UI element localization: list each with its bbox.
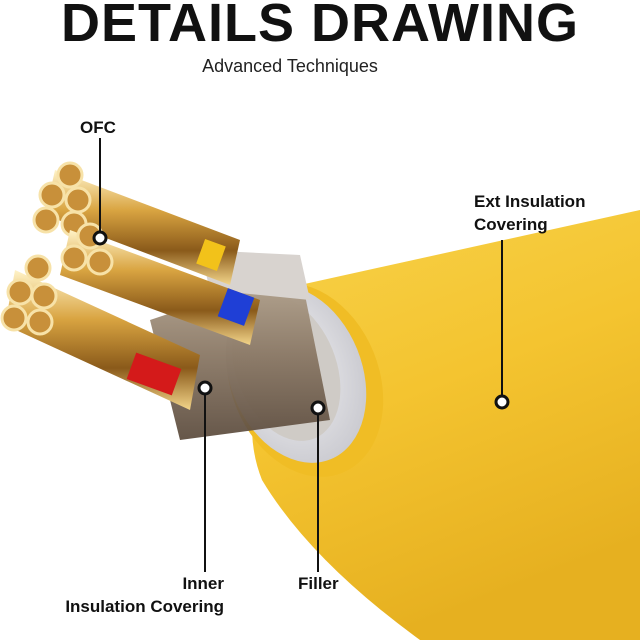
inner-dot xyxy=(197,380,213,396)
ofc-dot xyxy=(92,230,108,246)
wire-group-top xyxy=(32,161,240,285)
ext-insulation-line2: Covering xyxy=(474,215,548,234)
filler-label: Filler xyxy=(298,574,339,593)
ofc-label: OFC xyxy=(80,118,116,137)
inner-insulation-line2: Insulation Covering xyxy=(65,597,224,616)
page-subtitle: Advanced Techniques xyxy=(202,56,378,76)
ext-dot xyxy=(494,394,510,410)
wire-group-bottom xyxy=(0,254,200,410)
inner-insulation-line1: Inner xyxy=(182,574,224,593)
ext-insulation-label: Ext Insulation Covering xyxy=(474,190,585,236)
page-title: DETAILS DRAWING xyxy=(61,0,579,53)
ext-insulation-line1: Ext Insulation xyxy=(474,192,586,211)
wire-group-middle xyxy=(60,222,260,345)
inner-insulation-label: Inner Insulation Covering xyxy=(40,572,224,618)
filler-dot xyxy=(310,400,326,416)
